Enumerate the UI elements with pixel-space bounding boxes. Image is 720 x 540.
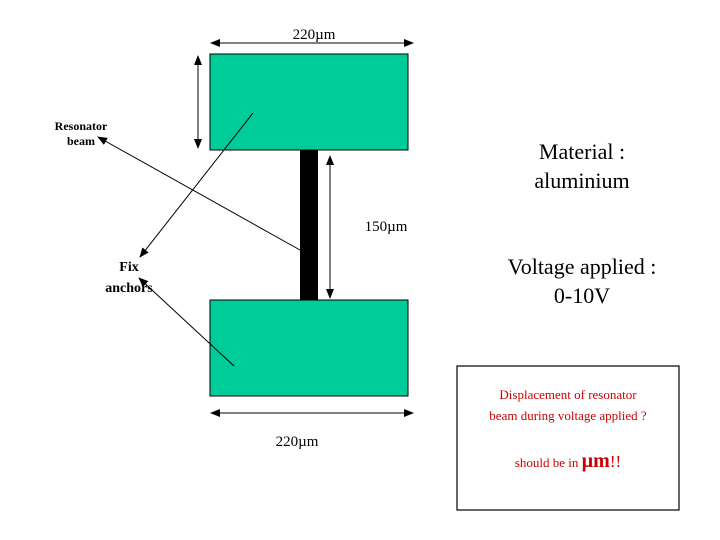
bottom-anchor [209, 299, 409, 397]
material-line2: aluminium [534, 168, 629, 193]
voltage-line2: 0-10V [554, 283, 610, 308]
note-unit: µm [582, 450, 611, 472]
note-line3: should be in µm!! [515, 450, 621, 472]
resonator-pointer [97, 136, 301, 251]
resonator-label-line1: Resonator [55, 119, 108, 133]
fix-anchor-pointer-top [139, 112, 254, 258]
beam-length-label: 150µm [365, 219, 408, 235]
fix-anchor-pointer-bottom [138, 277, 235, 367]
bottom-width-label: 220µm [276, 434, 319, 450]
note-line3-prefix: should be in [515, 455, 582, 470]
note-suffix: !! [610, 452, 621, 471]
voltage-line1: Voltage applied : [508, 254, 657, 279]
resonator-beam [300, 150, 318, 300]
fix-label-line2: anchors [105, 281, 153, 296]
note-line1: Displacement of resonator [499, 387, 637, 402]
top-width-label: 220µm [293, 27, 336, 43]
top-anchor [209, 53, 409, 151]
note-line2: beam during voltage applied ? [489, 408, 647, 423]
material-line1: Material : [539, 139, 625, 164]
note-box [456, 365, 680, 511]
resonator-label-line2: beam [67, 134, 95, 148]
fix-label-line1: Fix [119, 260, 138, 275]
